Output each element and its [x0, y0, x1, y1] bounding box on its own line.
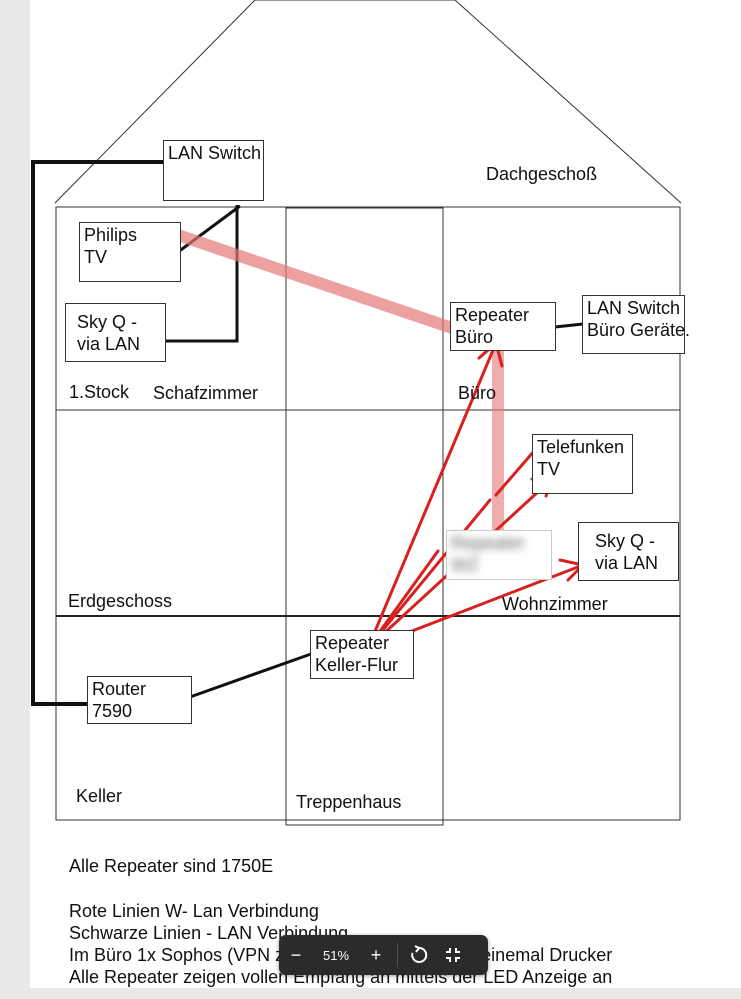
device-label-line1: Telefunken: [537, 437, 625, 457]
floor-label-basement: Keller: [76, 786, 123, 806]
device-label-line1: Philips: [84, 225, 138, 245]
rotate-icon: [411, 945, 428, 963]
device-repeater-keller: Repeater Keller-Flur: [310, 630, 414, 679]
wifi-arrow-keller-to-buero: [366, 341, 498, 650]
device-label-line2: Büro: [455, 327, 494, 347]
note-line: Rote Linien W- Lan Verbindung: [69, 901, 319, 921]
fit-button[interactable]: [436, 935, 470, 975]
device-label-line2: WZ: [451, 555, 479, 575]
roof-outline: [54, 0, 682, 204]
zoom-in-button[interactable]: +: [370, 944, 382, 965]
device-label-line2: Büro Geräte.: [587, 320, 691, 340]
roof-label: Dachgeschoß: [486, 164, 598, 184]
lan-line-router-to-repeater: [189, 652, 312, 699]
device-telefunken-tv: Telefunken TV: [532, 434, 633, 494]
device-label: LAN Switch: [168, 143, 262, 163]
document-page: Dachgeschoß 1.Stock Schafzimmer Büro Erd…: [30, 0, 741, 988]
device-label-line1: Sky Q -: [595, 531, 656, 551]
device-label-line1: Repeater: [451, 533, 526, 553]
device-label-line2: via LAN: [595, 553, 659, 573]
device-router: Router 7590: [87, 676, 192, 724]
device-repeater-wohnzimmer-redacted: Repeater WZ: [446, 530, 552, 580]
zoom-level: 51%: [322, 947, 350, 963]
room-label-staircase: Treppenhaus: [296, 792, 402, 812]
device-label-line1: Router: [92, 679, 147, 699]
device-label-line1: Sky Q -: [77, 312, 138, 332]
room-label-office: Büro: [458, 383, 497, 403]
device-lan-switch-buero: LAN Switch Büro Geräte.: [582, 295, 691, 354]
house-network-diagram: [31, 0, 682, 826]
rotate-button[interactable]: [402, 935, 436, 975]
room-label-bedroom: Schafzimmer: [153, 383, 259, 403]
note-line: Alle Repeater sind 1750E: [69, 856, 274, 876]
device-label-line1: Repeater: [455, 305, 530, 325]
lan-line-router-to-switch: [31, 160, 164, 706]
device-sky-q-lower: Sky Q - via LAN: [578, 522, 679, 581]
room-label-living: Wohnzimmer: [502, 594, 608, 614]
device-label-line2: via LAN: [77, 334, 141, 354]
collapse-icon: [446, 948, 460, 962]
toolbar-divider: [397, 943, 398, 967]
device-label-line2: Keller-Flur: [315, 655, 399, 675]
note-line: Schwarze Linien - LAN Verbindung: [69, 923, 349, 943]
device-label-line1: Repeater: [315, 633, 390, 653]
device-label-line1: LAN Switch: [587, 298, 681, 318]
floor-label-ground: Erdgeschoss: [68, 591, 173, 611]
wifi-arrow-keller-to-wz2: [366, 498, 492, 650]
wifi-arrow-wz-to-telefunken: [494, 448, 537, 497]
wifi-band-philips-to-buero: [176, 229, 460, 336]
zoom-toolbar: − 51% +: [279, 935, 488, 975]
zoom-out-button[interactable]: −: [290, 944, 302, 965]
device-lan-switch-top: LAN Switch: [163, 140, 264, 201]
device-philips-tv: Philips TV: [79, 222, 181, 282]
device-label-line2: 7590: [92, 701, 133, 721]
lan-line-repeater-buero-switch: [554, 322, 584, 329]
floor-label-first: 1.Stock: [69, 382, 130, 402]
device-repeater-buero: Repeater Büro: [450, 302, 556, 351]
device-sky-q-upper: Sky Q - via LAN: [65, 303, 166, 362]
device-label-line2: TV: [537, 459, 561, 479]
device-label-line2: TV: [84, 247, 108, 267]
